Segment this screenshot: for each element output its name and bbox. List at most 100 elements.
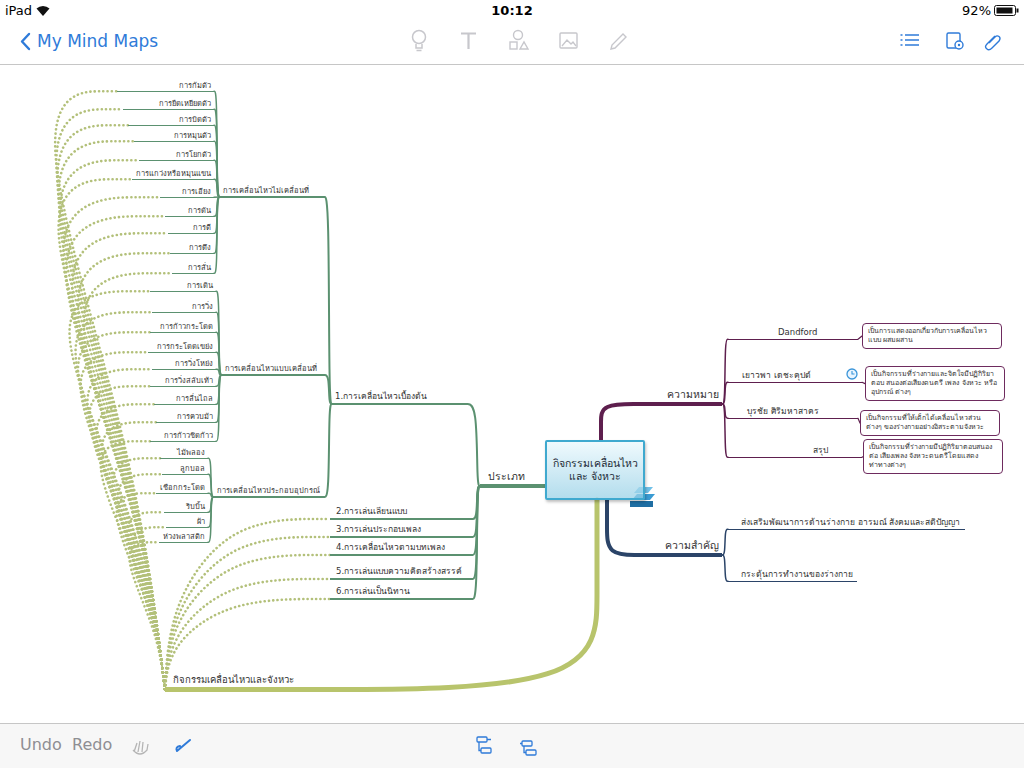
leaf-topic: 3.การเล่นประกอบเพลง (330, 524, 472, 538)
node-text: เยาวพา เดชะคุปต์ (742, 370, 811, 380)
branch-connector (216, 291, 222, 375)
node-text: การเคลื่อนไหวแบบเคลื่อนที่ (225, 364, 317, 373)
node-text: 6.การเล่นเป็นนิทาน (336, 586, 410, 596)
shapes-icon (514, 31, 523, 40)
leaf-topic: การก้าวชิดก้าว (150, 431, 216, 442)
undo-button: Undo (20, 735, 62, 754)
relation-connector (118, 474, 165, 689)
leaf-topic: การกระโดดเขย่ง (148, 342, 216, 353)
branch-connector (300, 500, 597, 690)
node-text: ส่งเสริมพัฒนาการด้านร่างกาย อารมณ์ สังคม… (741, 517, 960, 527)
settings-icon-hub (958, 44, 960, 46)
leaf-topic: การโยกตัว (139, 150, 214, 161)
subtopic: การเคลื่อนไหวประกอบอุปกรณ์ (214, 486, 324, 498)
leaf-topic: ไม้พลอง (160, 448, 208, 459)
pen-icon (176, 740, 190, 751)
settings-icon-gear (955, 41, 963, 49)
topic-image-slab (630, 501, 653, 507)
label-text: My Mind Maps (37, 31, 158, 51)
node-text: ลูกบอล (180, 464, 205, 473)
battery-icon (995, 6, 1016, 16)
add-sibling-icon (522, 741, 532, 746)
branch-connector (722, 529, 728, 555)
node-text: การแกว่งหรือหมุนแขน (136, 169, 211, 178)
description-box: เป็นกิจกรรมที่ให้เด็กได้เคลื่อนไหวส่วนต่… (860, 410, 1000, 436)
node-text: การยืดเหยียดตัว (159, 99, 211, 108)
branch-connector (216, 375, 222, 441)
add-sibling-icon-lines (520, 744, 526, 753)
description-box: เป็นกิจกรรมที่ร่างกายมีปฏิกิริยาตอบสนองต… (863, 439, 1003, 474)
node-text: 2.การเล่นเลียนแบบ (336, 506, 407, 516)
relation-connector (72, 233, 168, 689)
leaf-topic: การวิ่งโหย่ง (152, 359, 216, 370)
branch-connector (324, 375, 332, 404)
idea-icon (413, 31, 426, 44)
node-text: 5.การเล่นแบบความคิดสร้างสรรค์ (336, 566, 462, 576)
leaf-topic: 5.การเล่นแบบความคิดสร้างสรรค์ (330, 566, 472, 580)
add-sibling-icon-box (526, 750, 536, 755)
branch-connector (607, 500, 640, 555)
node-text: Dandford (778, 327, 817, 337)
subtopic: การเคลื่อนไหวไม่เคลื่อนที่ (220, 186, 324, 198)
leaf-topic: ลูกบอล (162, 464, 208, 475)
node-text: กิจกรรมเคลื่อนไหวและจังหวะ (173, 674, 294, 685)
text-tool-icon (461, 34, 476, 50)
node-text: 1.การเคลื่อนไหวเบื้องต้น (335, 391, 427, 401)
leaf-topic: การยืดเหยียดตัว (123, 99, 214, 110)
relation-connector (56, 109, 165, 689)
subtopic: สรุป (728, 445, 862, 458)
leaf-topic: การแกว่งหรือหมุนแขน (132, 169, 214, 180)
node-text: การดึง (189, 243, 211, 252)
battery-fill (997, 8, 1013, 14)
battery-level: 92% (962, 3, 991, 18)
node-text: การสั่น (188, 263, 211, 272)
node-text: การเอียง (182, 187, 211, 196)
branch-connector (472, 486, 480, 599)
node-text: 4.การเคลื่อนไหวตามบทเพลง (336, 542, 445, 552)
description-box: เป็นการแสดงออกเกี่ยวกับการเคลื่อนไหวแบบ … (862, 323, 1002, 349)
idea-icon-base (416, 44, 422, 51)
device-name: iPad (5, 3, 32, 18)
leaf-topic: เชือกกระโดด (156, 483, 208, 494)
node-text: ประเภท (488, 470, 525, 482)
add-child-icon-lines (479, 740, 491, 751)
node-text: บุรชัย ศิริมหาสาคร (747, 406, 819, 416)
label-text: iPad (5, 3, 32, 18)
outline-icon (901, 35, 920, 45)
label-text: 92% (962, 3, 991, 18)
main-branch-topic: ความสำคัญ (640, 539, 722, 557)
main-branch-topic: ความหมาย (640, 388, 722, 406)
attach-icon (986, 36, 1001, 50)
gesture-icon (133, 741, 148, 754)
leaf-topic: การวิ่ง (152, 302, 216, 313)
node-text: การเคลื่อนไหวไม่เคลื่อนที่ (223, 186, 309, 195)
leaf-topic: ห่วงพลาสติก (159, 532, 208, 543)
redo-button: Redo (72, 735, 112, 754)
image-icon (560, 33, 577, 48)
leaf-topic: การก้มตัว (117, 81, 214, 92)
branch-connector (601, 404, 640, 440)
branch-connector (214, 197, 220, 273)
leaf-topic: การลื่นไถล (154, 394, 216, 405)
leaf-topic: การเอียง (160, 187, 214, 198)
leaf-topic: การหมุนตัว (134, 131, 214, 142)
relation-connector (63, 197, 165, 689)
relation-connector (113, 458, 165, 689)
node-text: กิจกรรมเคลื่อนไหวและ จังหวะ (551, 457, 639, 483)
top-bar-border (0, 64, 1024, 65)
main-branch-topic: ประเภท (480, 470, 528, 488)
node-text: เชือกกระโดด (160, 483, 205, 492)
bottom-bar (0, 723, 1024, 768)
relation-connector (101, 441, 165, 689)
branch-connector (528, 484, 545, 488)
clock: 10:12 (491, 3, 532, 18)
wifi-icon (37, 6, 50, 16)
node-text: ริบบิ้น (186, 502, 205, 511)
node-text: การเคลื่อนไหวประกอบอุปกรณ์ (217, 486, 320, 495)
battery-tip (1017, 9, 1019, 13)
relation-connector (87, 369, 165, 689)
node-text: กระตุ้นการทำงานของร่างกาย (741, 569, 853, 579)
node-text: การก้มตัว (179, 81, 211, 90)
leaf-topic: 6.การเล่นเป็นนิทาน (330, 586, 472, 600)
